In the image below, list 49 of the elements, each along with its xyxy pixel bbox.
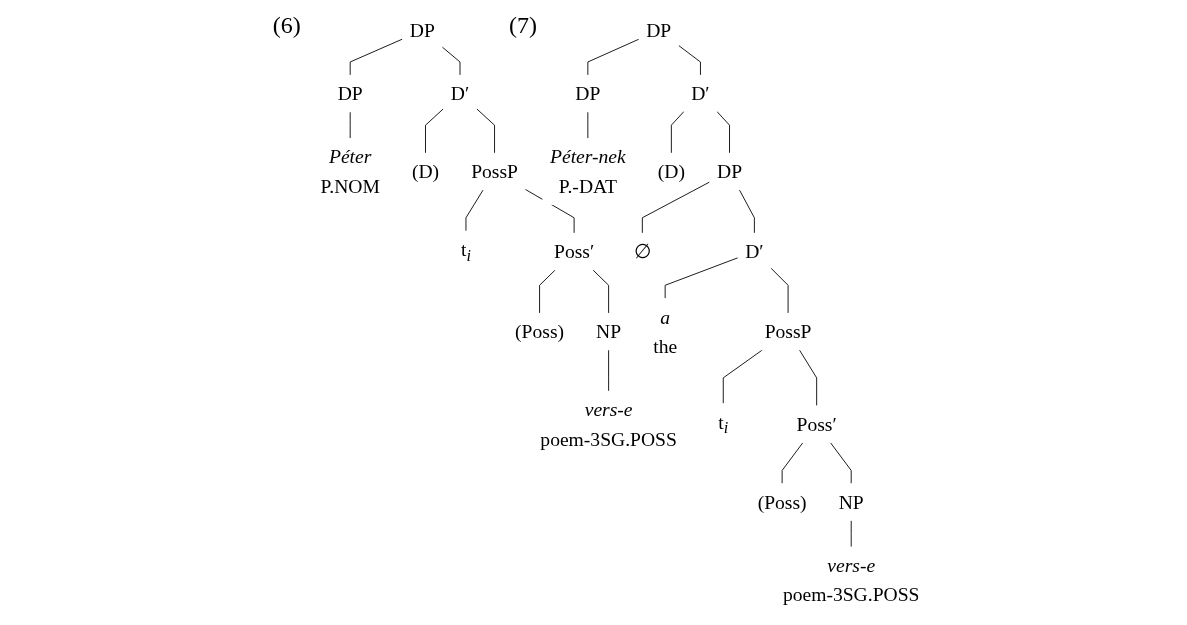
connector xyxy=(592,269,610,314)
connector xyxy=(587,38,640,76)
connector xyxy=(441,46,461,76)
node-text: vers-e poem-3SG.POSS xyxy=(540,398,677,450)
node-text: Poss′ xyxy=(553,240,595,263)
node-text: Péter P.NOM xyxy=(320,145,380,198)
connector xyxy=(829,441,852,485)
connector xyxy=(716,110,730,154)
node-text: DP xyxy=(717,160,743,183)
connector xyxy=(475,108,495,154)
connector xyxy=(781,441,804,485)
connector xyxy=(539,269,556,314)
connector xyxy=(608,349,610,392)
node-text: PossP xyxy=(764,320,812,343)
connector xyxy=(738,189,755,234)
connector xyxy=(349,38,404,76)
connector xyxy=(670,110,685,154)
example-number: (6) xyxy=(272,12,301,40)
node-text: Péter-nek P.-DAT xyxy=(550,145,626,198)
node-text: DP xyxy=(337,82,363,105)
connector xyxy=(524,188,575,234)
connector xyxy=(770,267,789,314)
node-text: D′ xyxy=(745,240,764,263)
node-text: (Poss) xyxy=(757,490,807,514)
connector xyxy=(664,257,739,300)
connector xyxy=(465,189,484,232)
node-text: D′ xyxy=(691,82,710,105)
node-text: (Poss) xyxy=(515,320,565,343)
node-text: a the xyxy=(653,305,678,358)
node-text: NP xyxy=(838,490,864,514)
node-text: t$_{i}$ xyxy=(718,410,729,438)
node-text: D′ xyxy=(450,82,470,105)
connector xyxy=(677,44,701,76)
example-number: (7) xyxy=(509,12,538,40)
connector xyxy=(641,181,711,234)
node-text: Poss′ xyxy=(796,413,837,436)
node-text: PossP xyxy=(471,160,518,183)
connector xyxy=(798,349,818,407)
connector xyxy=(425,108,445,154)
node-text: (D) xyxy=(411,160,440,183)
node-text: (D) xyxy=(657,160,685,183)
node-text: DP xyxy=(575,82,601,105)
node-text: vers-e poem-3SG.POSS xyxy=(782,554,920,606)
node-text: DP xyxy=(409,19,435,42)
connector xyxy=(722,349,763,405)
node-text: t$_{i}$ xyxy=(460,238,471,265)
node-text: DP xyxy=(646,19,672,42)
node-text: ∅ xyxy=(633,240,651,263)
node-text: NP xyxy=(596,320,622,343)
